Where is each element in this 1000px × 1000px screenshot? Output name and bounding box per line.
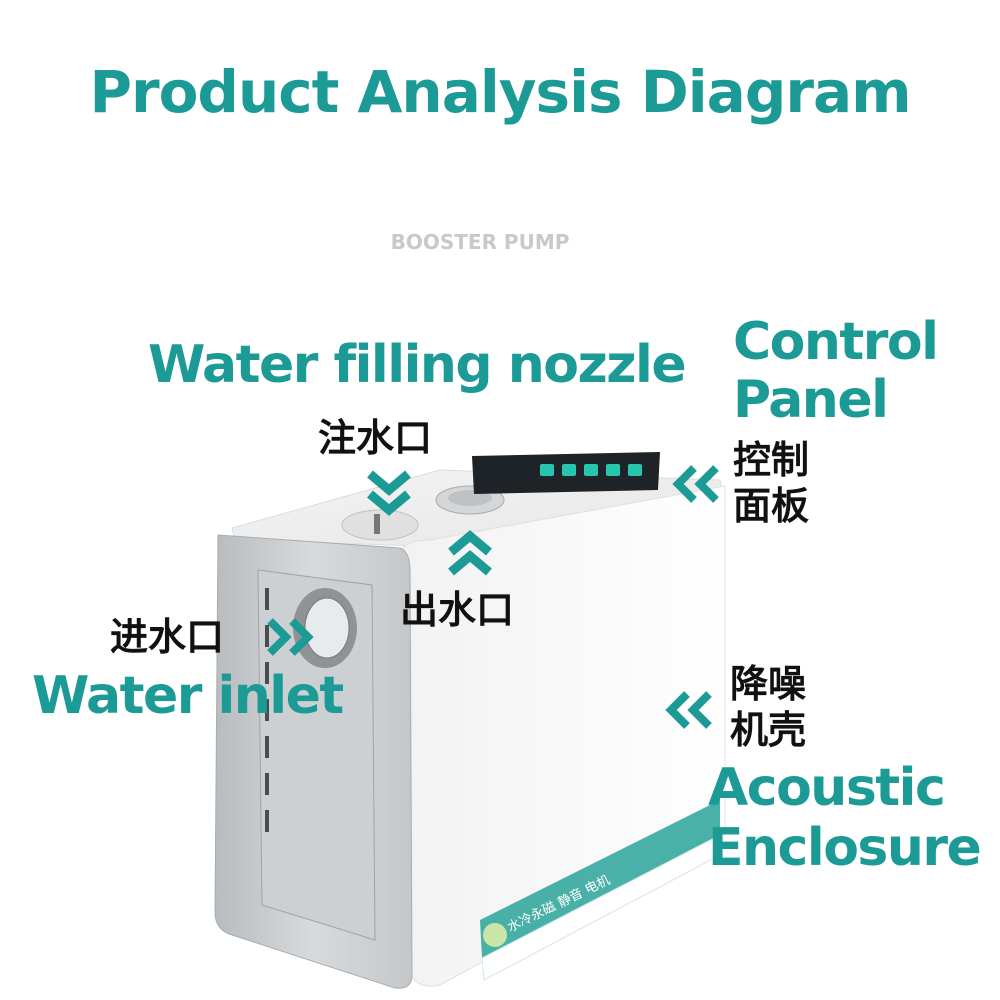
acoustic-enclosure-cn-line2: 机壳 xyxy=(730,708,807,752)
chevron-down-icon xyxy=(367,470,411,516)
acoustic-enclosure-cn-line1: 降噪 xyxy=(730,662,807,706)
chevron-left-icon xyxy=(665,691,712,729)
water-filling-nozzle-cn-label: 注水口 xyxy=(318,416,433,460)
control-panel-label-line2: Panel xyxy=(733,370,889,430)
control-panel-cn-line1: 控制 xyxy=(733,438,810,482)
inlet-port-inner xyxy=(304,597,350,659)
control-panel-digits xyxy=(540,464,642,476)
vent-slots xyxy=(265,588,269,832)
acoustic-enclosure-label-line2: Enclosure xyxy=(708,818,982,878)
chevron-up-icon xyxy=(448,530,492,576)
control-panel-cn-line2: 面板 xyxy=(733,484,810,528)
pump-front-panel xyxy=(257,569,376,941)
control-panel-label-line1: Control xyxy=(733,312,939,372)
sticker-logo xyxy=(483,923,507,947)
acoustic-enclosure-label-line1: Acoustic xyxy=(708,758,946,818)
chevron-left-icon xyxy=(672,465,719,503)
outlet-cn-label: 出水口 xyxy=(400,588,515,632)
product-subtitle: BOOSTER PUMP xyxy=(390,230,570,254)
water-inlet-label: Water inlet xyxy=(32,666,344,726)
page-title: Product Analysis Diagram xyxy=(89,58,911,126)
product-sticker xyxy=(480,800,720,958)
chevron-right-icon xyxy=(267,618,314,656)
water-filling-nozzle-label: Water filling nozzle xyxy=(148,335,687,395)
water-inlet-cn-label: 进水口 xyxy=(110,615,225,659)
